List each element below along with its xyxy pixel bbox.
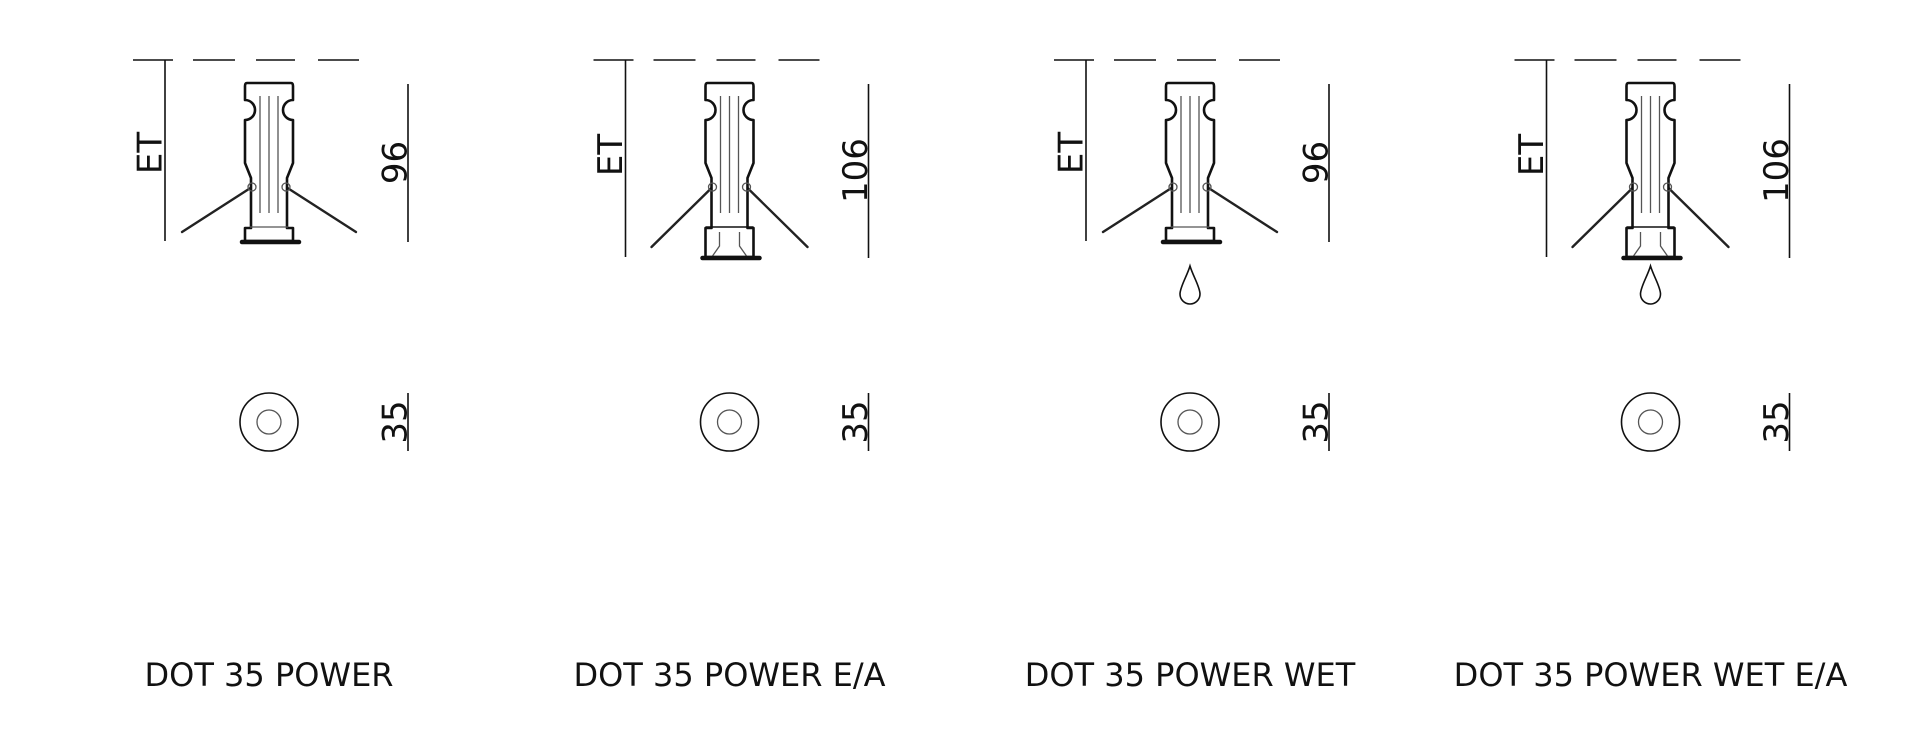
product-title: DOT 35 POWER WET E/A [1454, 656, 1848, 694]
clip-pivot [1202, 182, 1212, 192]
height-label: 96 [376, 141, 416, 184]
spring-clip-left [650, 185, 714, 249]
diameter-label: 35 [1757, 400, 1797, 443]
spring-clip-left [180, 185, 254, 234]
spring-clip-left [1571, 185, 1635, 249]
front-view-outer-circle [1160, 392, 1220, 452]
et-label: ET [1052, 132, 1092, 174]
spring-clip-right [1205, 185, 1279, 234]
front-view-outer-circle [699, 392, 760, 452]
water-drop-icon [1179, 263, 1201, 305]
et-label: ET [1512, 134, 1552, 176]
front-view-inner-circle [716, 409, 743, 435]
spring-clip-left [1101, 185, 1175, 234]
clip-pivot [1628, 182, 1639, 192]
diameter-label: 35 [376, 400, 416, 443]
clip-pivot [1168, 182, 1178, 192]
front-view-inner-circle [1177, 409, 1203, 435]
clip-pivot [741, 182, 752, 192]
diameter-label: 35 [836, 400, 876, 443]
front-view-outer-circle [1620, 392, 1681, 452]
lens-detail [711, 232, 748, 257]
clip-pivot [707, 182, 718, 192]
water-drop-icon [1639, 263, 1662, 305]
front-view-inner-circle [256, 409, 282, 435]
et-label: ET [131, 132, 171, 174]
height-label: 96 [1297, 141, 1337, 184]
product-title: DOT 35 POWER WET [1025, 656, 1356, 694]
et-label: ET [591, 134, 631, 176]
lens-detail [1632, 232, 1669, 257]
height-label: 106 [836, 138, 876, 203]
clip-pivot [281, 182, 291, 192]
spring-clip-right [745, 185, 809, 249]
height-label: 106 [1757, 138, 1797, 203]
clip-pivot [247, 182, 257, 192]
spring-clip-right [284, 185, 358, 234]
diameter-label: 35 [1297, 400, 1337, 443]
product-title: DOT 35 POWER E/A [573, 656, 885, 694]
clip-pivot [1662, 182, 1673, 192]
front-view-inner-circle [1637, 409, 1664, 435]
spring-clip-right [1666, 185, 1730, 249]
front-view-outer-circle [239, 392, 299, 452]
product-title: DOT 35 POWER [144, 656, 393, 694]
